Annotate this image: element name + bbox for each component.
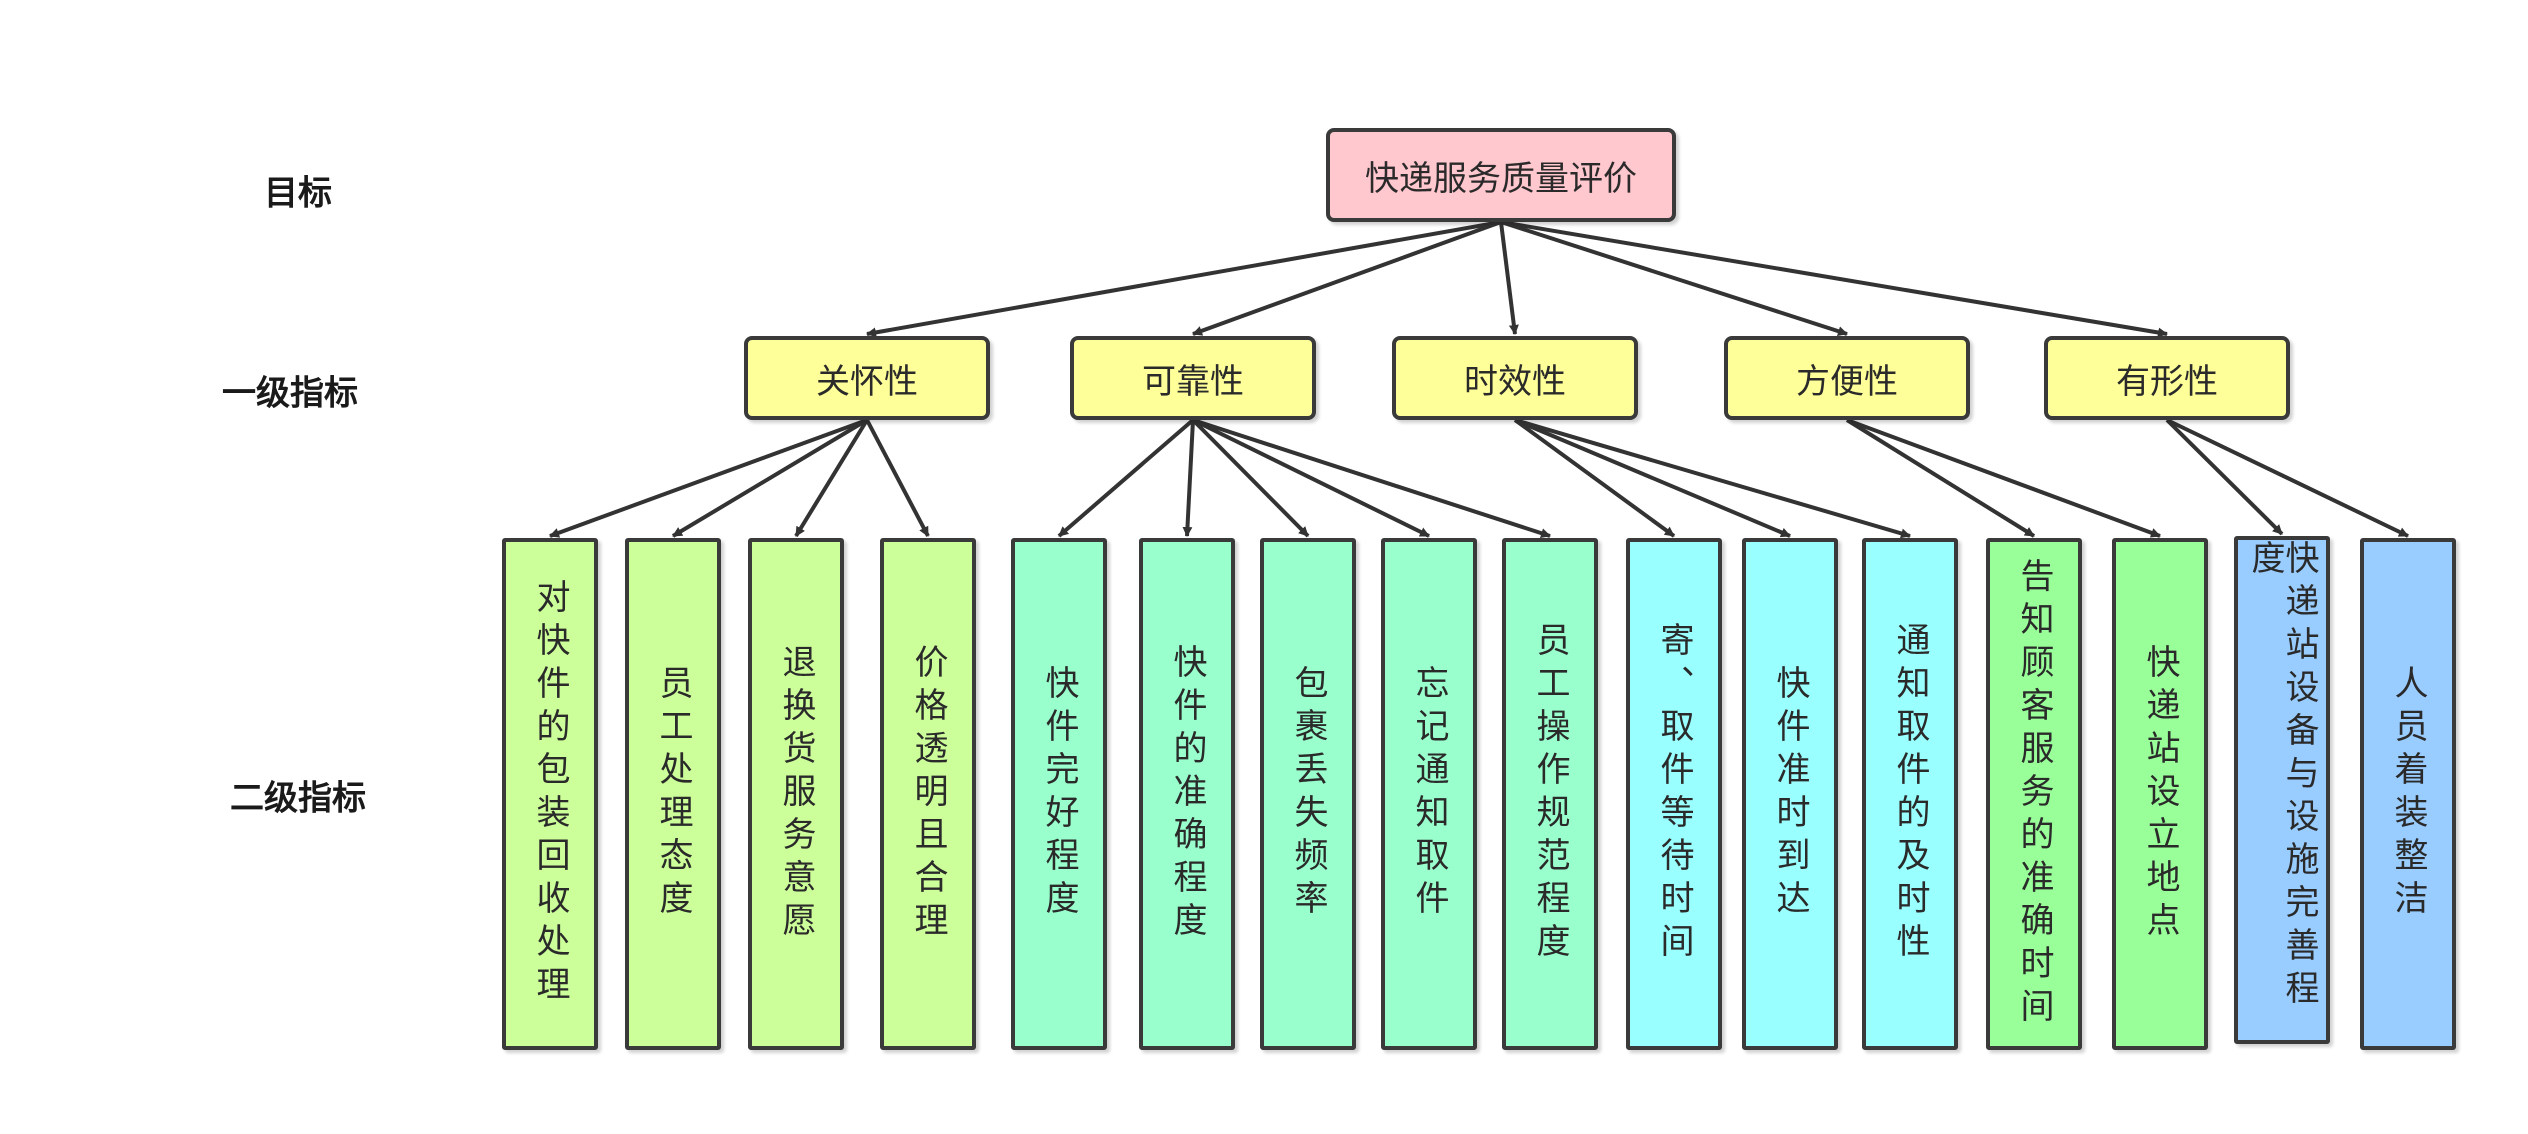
level2-label: 快件准时到达	[1770, 665, 1810, 923]
link-timeliness-to-child	[1514, 418, 1791, 538]
level2-node: 员工处理态度	[625, 538, 721, 1050]
link-tangibility-to-child	[2165, 418, 2284, 536]
level1-label: 可靠性	[1142, 361, 1244, 402]
level2-label: 快件完好程度	[1039, 665, 1079, 923]
link-care-to-child	[865, 419, 930, 537]
link-tangibility-to-child	[2166, 418, 2409, 538]
level1-node-tangibility: 有形性	[2044, 336, 2290, 420]
level2-node: 包裹丢失频率	[1260, 538, 1356, 1050]
link-reliability-to-child	[1192, 418, 1551, 538]
link-root-to-tangibility	[1500, 220, 2168, 338]
link-care-to-child	[549, 418, 868, 538]
link-convenience-to-child	[1846, 418, 2161, 538]
level2-node: 忘记通知取件	[1381, 538, 1477, 1050]
level1-row-label: 一级指标	[222, 373, 358, 414]
level2-label: 忘记通知取件	[1409, 665, 1449, 923]
level1-node-timeliness: 时效性	[1392, 336, 1638, 420]
level2-row-label: 二级指标	[230, 778, 366, 819]
level2-label: 员工处理态度	[653, 665, 693, 923]
goal-row-label: 目标	[264, 173, 332, 214]
level2-label: 快件的准确程度	[1167, 643, 1207, 945]
level2-node: 快递站设备与设施完善程度	[2234, 536, 2330, 1044]
level2-node: 快件的准确程度	[1139, 538, 1235, 1050]
link-root-to-reliability	[1192, 220, 1502, 336]
link-reliability-to-child	[1057, 418, 1195, 538]
level2-node: 价格透明且合理	[880, 538, 976, 1050]
level2-label: 快递站设备与设施完善程度	[2245, 540, 2319, 1013]
root-label: 快递服务质量评价	[1365, 158, 1637, 199]
level2-node: 退换货服务意愿	[748, 538, 844, 1050]
level1-node-reliability: 可靠性	[1070, 336, 1316, 420]
link-reliability-to-child	[1192, 418, 1430, 538]
level2-node: 对快件的包装回收处理	[502, 538, 598, 1050]
level2-label: 人员着装整洁	[2388, 665, 2428, 923]
level2-node: 快递站设立地点	[2112, 538, 2208, 1050]
link-timeliness-to-child	[1513, 418, 1676, 538]
level2-label: 对快件的包装回收处理	[530, 579, 570, 1009]
link-reliability-to-child	[1191, 418, 1310, 538]
link-root-to-convenience	[1500, 220, 1848, 336]
level2-node: 快件完好程度	[1011, 538, 1107, 1050]
link-care-to-child	[671, 418, 869, 538]
link-reliability-to-child	[1182, 419, 1195, 537]
level2-node: 寄、取件等待时间	[1626, 538, 1722, 1050]
level2-label: 告知顾客服务的准确时间	[2014, 557, 2054, 1031]
level2-node: 员工操作规范程度	[1502, 538, 1598, 1050]
level2-label: 通知取件的及时性	[1890, 622, 1930, 966]
level2-label: 价格透明且合理	[908, 643, 948, 945]
level2-label: 员工操作规范程度	[1530, 622, 1570, 966]
link-timeliness-to-child	[1514, 418, 1911, 539]
level2-node: 告知顾客服务的准确时间	[1986, 538, 2082, 1050]
level2-node: 通知取件的及时性	[1862, 538, 1958, 1050]
link-care-to-child	[794, 418, 869, 538]
level2-node: 人员着装整洁	[2360, 538, 2456, 1050]
level1-label: 时效性	[1464, 361, 1566, 402]
link-root-to-care	[866, 220, 1502, 338]
level2-label: 快递站设立地点	[2140, 643, 2180, 945]
root-node: 快递服务质量评价	[1326, 128, 1676, 222]
level1-node-convenience: 方便性	[1724, 336, 1970, 420]
level2-label: 寄、取件等待时间	[1654, 622, 1694, 966]
level1-label: 有形性	[2116, 361, 2218, 402]
link-root-to-timeliness	[1499, 221, 1519, 335]
level2-label: 退换货服务意愿	[776, 643, 816, 945]
level1-label: 方便性	[1796, 361, 1898, 402]
level2-node: 快件准时到达	[1742, 538, 1838, 1050]
level1-node-care: 关怀性	[744, 336, 990, 420]
level2-label: 包裹丢失频率	[1288, 665, 1328, 923]
link-convenience-to-child	[1845, 418, 2036, 538]
level1-label: 关怀性	[816, 361, 918, 402]
